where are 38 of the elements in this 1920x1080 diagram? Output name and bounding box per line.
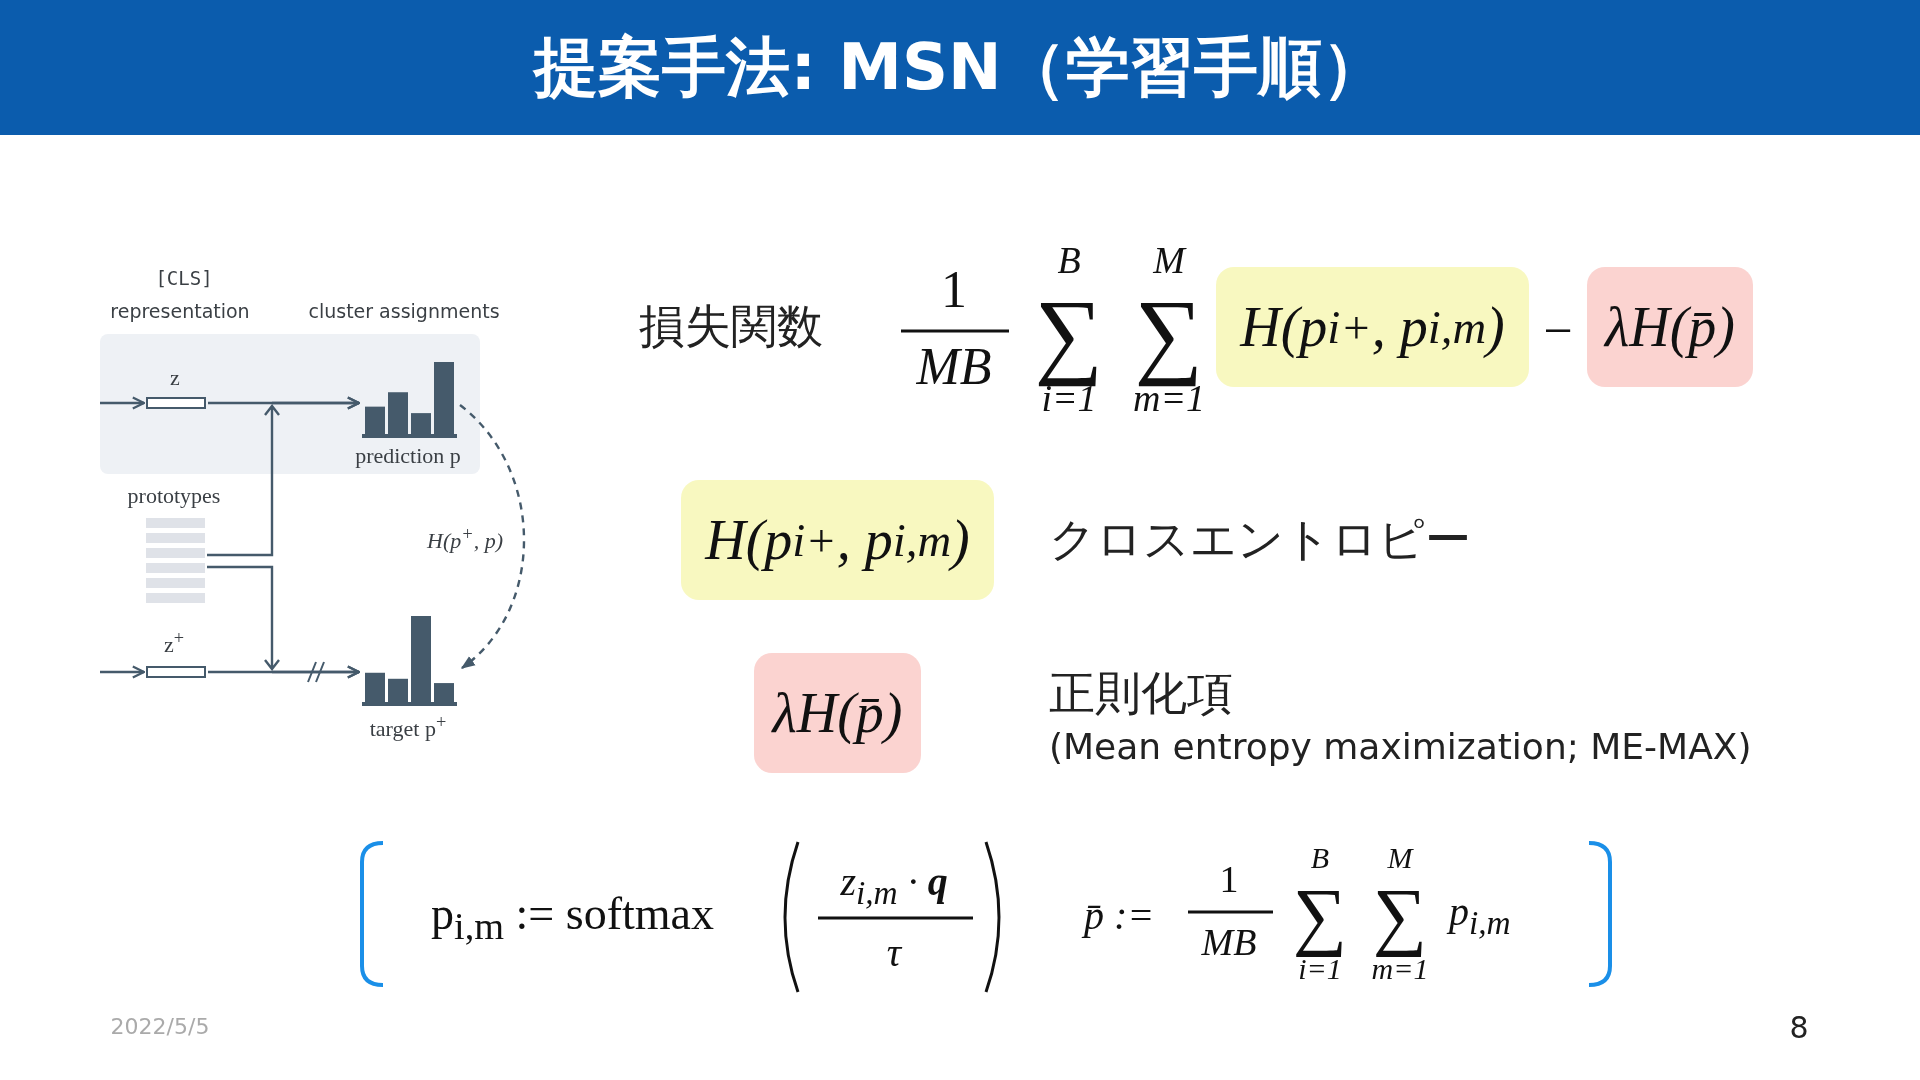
arrow	[100, 396, 146, 410]
date-text: 2022/5/5	[110, 1014, 210, 1040]
caption-text: prototypes	[127, 483, 221, 509]
caption-text: z$^{+}$	[163, 627, 185, 659]
sum-limit: M	[1153, 240, 1185, 282]
sum-limit: B	[1057, 240, 1081, 282]
numerator: z$_{i,m}$ · q	[840, 860, 948, 912]
loss-label: 損失関数	[639, 300, 823, 352]
sum-limit: M	[1387, 840, 1413, 874]
regularizer-box: λH(p̄)	[1587, 267, 1753, 387]
column-heading: representation	[110, 300, 250, 322]
caption-text: prediction p	[355, 443, 461, 469]
minus-sign: −	[1543, 302, 1573, 360]
term-description: 正則化項	[1049, 667, 1233, 719]
term-description: (Mean entropy maximization; ME-MAX)	[1049, 727, 1752, 767]
histogram	[362, 614, 457, 706]
tag-text: [CLS]	[155, 267, 213, 289]
arrow	[205, 565, 361, 679]
sum-limit: B	[1310, 840, 1330, 874]
title-bar: 提案手法: MSN（学習手順）	[0, 0, 1920, 135]
vector-box	[146, 397, 206, 409]
denominator: MB	[1201, 922, 1257, 964]
histogram	[362, 360, 457, 438]
numerator: 1	[941, 261, 967, 319]
arrow	[100, 665, 146, 679]
arrow	[205, 396, 361, 557]
caption-text: target p$^{+}$	[369, 711, 447, 743]
term-description: クロスエントロピー	[1049, 513, 1471, 565]
dashed-arrow	[459, 404, 526, 669]
caption-text: z	[170, 365, 180, 391]
vector-box	[146, 666, 206, 678]
denominator: τ	[886, 931, 902, 975]
formula-text: p$_{i,m}$ := softmax	[431, 888, 714, 948]
numerator: 1	[1219, 859, 1239, 901]
column-heading: cluster assignments	[308, 300, 500, 322]
denominator: MB	[916, 338, 992, 396]
regularizer-box: λH(p̄)	[754, 653, 921, 773]
page-number: 8	[1789, 1010, 1809, 1044]
